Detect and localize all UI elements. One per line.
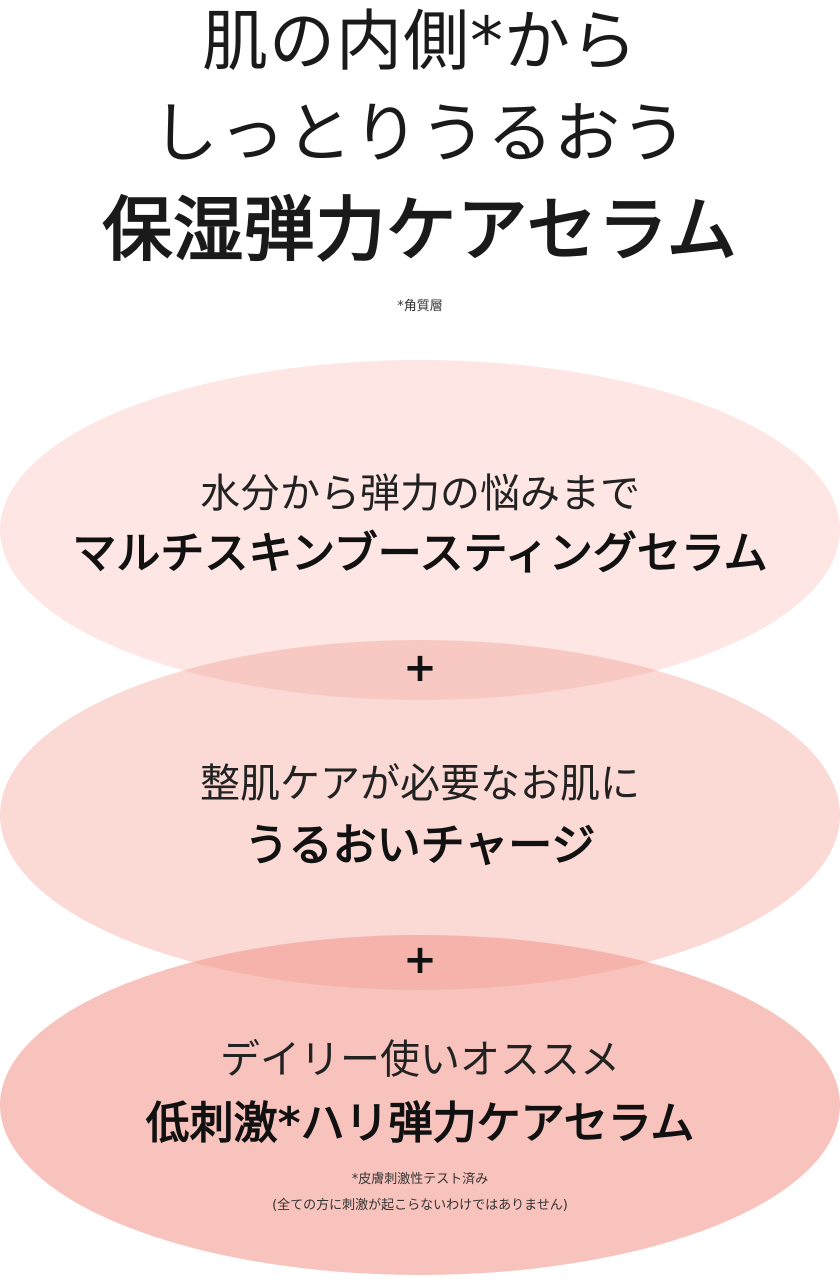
item-2-title: うるおいチャージ bbox=[244, 820, 596, 871]
headline-line-1: 肌の内側*から bbox=[202, 3, 638, 80]
item-1-subtitle: 水分から弾力の悩みまで bbox=[200, 471, 640, 517]
item-3-subtitle: デイリー使いオススメ bbox=[220, 1037, 620, 1083]
plus-symbol-2: + bbox=[403, 937, 437, 983]
oval-3 bbox=[0, 935, 840, 1275]
headline-footnote: *角質層 bbox=[397, 299, 443, 314]
oval-2 bbox=[0, 640, 840, 990]
item-2-subtitle: 整肌ケアが必要なお肌に bbox=[200, 761, 640, 807]
bottom-note-2: (全ての方に刺激が起こらないわけではありません) bbox=[272, 1198, 568, 1213]
plus-symbol-1: + bbox=[403, 645, 437, 691]
headline-line-2: しっとりうるおう bbox=[152, 95, 688, 172]
item-1-title: マルチスキンブースティングセラム bbox=[72, 528, 768, 579]
bottom-note-1: *皮膚刺激性テスト済み bbox=[351, 1172, 489, 1187]
item-3-title: 低刺激*ハリ弾力ケアセラム bbox=[145, 1098, 695, 1149]
headline-line-3: 保湿弾力ケアセラム bbox=[102, 189, 738, 271]
oval-1 bbox=[0, 360, 840, 700]
